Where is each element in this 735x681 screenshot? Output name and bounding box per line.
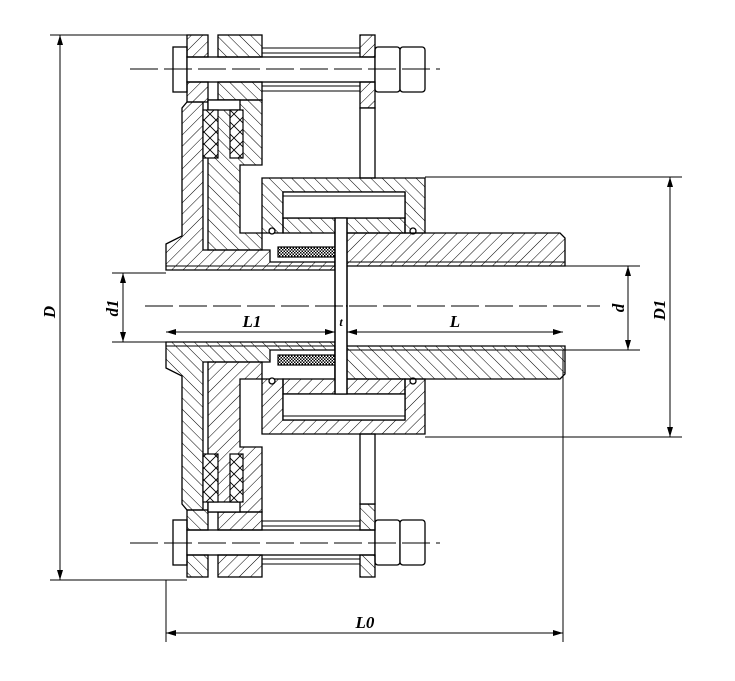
dim-label-L0: L0 [355,613,375,632]
bottom-half [165,305,566,578]
dim-label-D1: D1 [650,300,669,322]
dim-label-d: d [609,303,628,312]
dim-label-t: t [339,315,343,329]
dim-label-L: L [449,312,460,331]
dimension-lines [57,35,673,636]
dim-label-L1: L1 [242,312,262,331]
top-half [165,34,566,307]
dim-label-d1: d1 [103,300,122,317]
dim-label-D: D [40,306,59,319]
